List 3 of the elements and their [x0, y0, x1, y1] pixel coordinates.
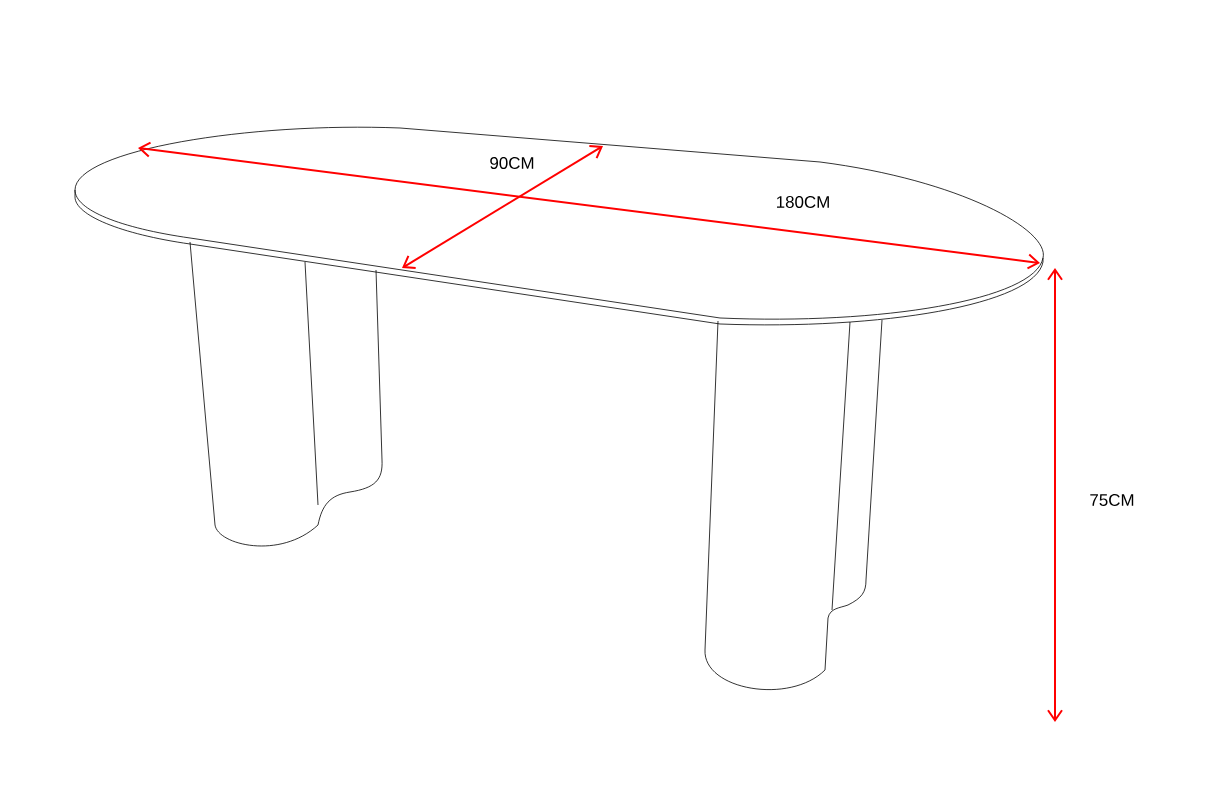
- dimension-label: 90CM: [490, 157, 534, 169]
- dimension-label: 75CM: [1090, 494, 1134, 506]
- dimension-label: 180CM: [777, 196, 829, 208]
